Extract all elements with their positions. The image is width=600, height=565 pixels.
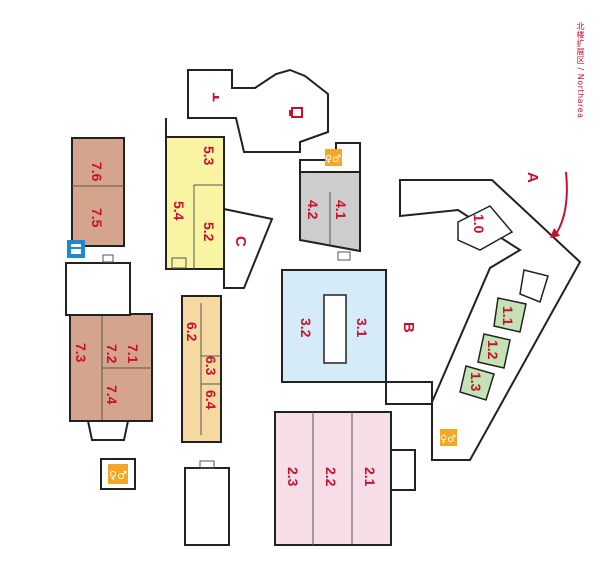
hall-7: 7.6 7.5 7.3 7.2 7.1 7.4 [65,137,153,441]
information-desk-icon[interactable] [67,240,85,258]
zone-c-label: C [232,236,249,247]
label-2-2: 2.2 [323,467,339,487]
label-6-3: 6.3 [203,356,219,376]
room-7-6-7-5[interactable] [71,137,125,247]
label-7-3: 7.3 [73,343,89,363]
label-7-6: 7.6 [89,162,105,182]
label-3-2: 3.2 [298,318,314,338]
hall-2: 2.3 2.2 2.1 [274,411,416,546]
label-3-1: 3.1 [354,318,370,338]
hall-4: 4.2 4.1 [299,142,361,253]
label-7-2: 7.2 [104,344,120,364]
hall-3: 3.2 3.1 [281,269,387,383]
stairs-icon [102,254,114,263]
label-1-1: 1.1 [500,306,516,326]
hall-5: 5.3 5.4 5.2 [165,136,225,270]
restroom-icon[interactable]: ♀♂ [100,458,136,490]
label-1-3: 1.3 [468,372,484,392]
label-5-2: 5.2 [201,222,217,242]
label-7-5: 7.5 [89,208,105,228]
room-1-1[interactable] [493,297,527,333]
label-5-3: 5.3 [201,146,217,166]
label-7-4: 7.4 [104,385,120,405]
label-4-1: 4.1 [333,200,349,220]
room-5-2-5-4[interactable] [165,136,225,270]
label-6-4: 6.4 [203,390,219,410]
label-2-1: 2.1 [362,467,378,487]
right-wing-outline [399,179,582,461]
svg-text:♀♂: ♀♂ [109,469,127,482]
restroom-icon[interactable]: ♀♂ [325,149,342,166]
cafe-icon [289,107,303,118]
label-7-1: 7.1 [125,344,141,364]
entrance-arrow-icon [550,171,568,238]
svg-text:ᚆ: ᚆ [206,92,221,102]
label-6-2: 6.2 [184,322,200,342]
label-4-2: 4.2 [305,200,321,220]
label-5-4: 5.4 [171,201,187,221]
svg-text:♀♂: ♀♂ [325,154,341,165]
label-2-3: 2.3 [285,467,301,487]
room-2-1-2-3[interactable] [274,411,392,546]
map-title: 北楼扩展区 / Northarea [576,22,585,119]
label-1-2: 1.2 [485,340,501,360]
unassigned-room [184,467,230,546]
top-wing-outline [187,68,329,153]
room-1-3[interactable] [459,365,495,401]
hall-1-wing: 1.0 1.1 1.2 1.3 [399,179,582,461]
label-1-0: 1.0 [471,214,487,234]
restroom-icon[interactable]: ♀♂ [440,429,457,446]
room-1-0[interactable] [457,205,514,251]
zone-a-label: A [524,172,541,183]
svg-text:♀♂: ♀♂ [440,434,456,445]
hall-6: 6.2 6.3 6.4 [181,295,222,443]
room-1-2[interactable] [477,333,511,369]
zone-b-label: B [400,322,417,333]
